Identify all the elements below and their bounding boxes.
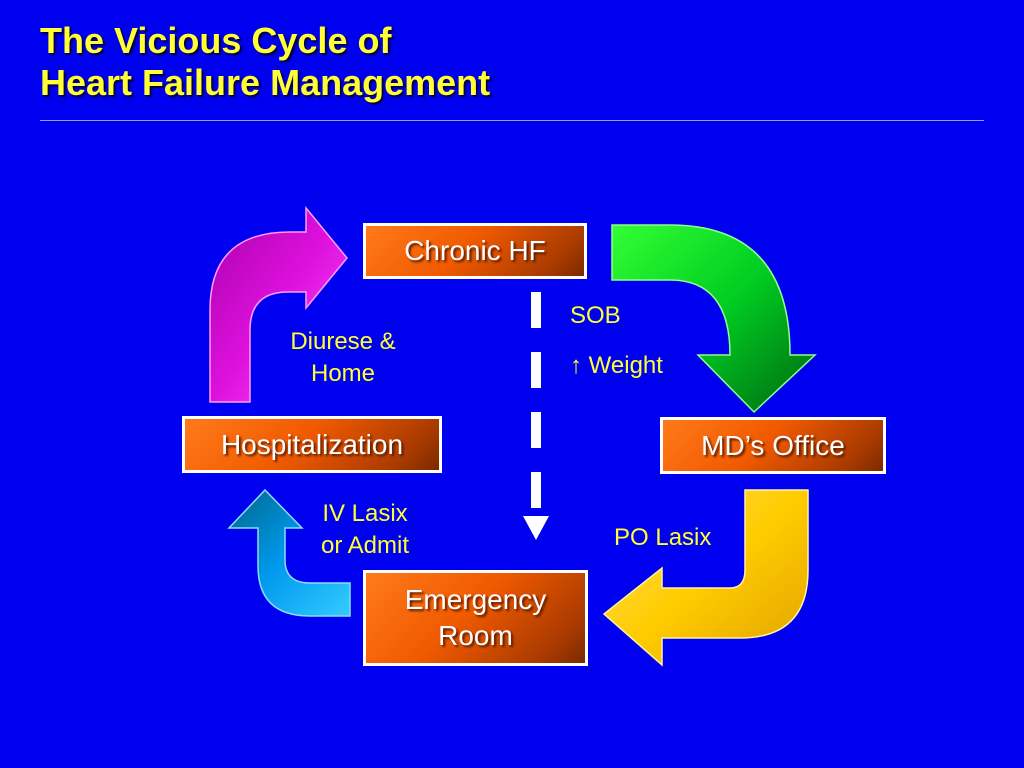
title-line-2: Heart Failure Management [40, 62, 491, 103]
dashed-arrow-chronic-to-er [523, 292, 549, 540]
node-md-office-label: MD’s Office [701, 429, 845, 461]
node-emergency-room-line-2: Room [438, 620, 513, 651]
title-line-1: The Vicious Cycle of [40, 20, 392, 61]
arrow-er-to-hospital [227, 488, 351, 617]
node-md-office: MD’s Office [660, 417, 886, 474]
label-sob-text: SOB [570, 302, 621, 329]
label-diurese: Diurese & Home [272, 326, 414, 390]
label-iv-lasix-line-2: or Admit [320, 532, 410, 559]
node-chronic-hf: Chronic HF [363, 223, 587, 279]
label-weight: ↑ Weight [570, 350, 663, 382]
label-iv-lasix-line-1: IV Lasix [322, 500, 408, 527]
label-diurese-line-2: Home [310, 360, 376, 387]
arrow-chronic-to-md [611, 224, 817, 414]
node-hospitalization-label: Hospitalization [220, 428, 404, 460]
node-emergency-room-line-1: Emergency [404, 584, 547, 615]
label-sob: SOB [570, 300, 621, 332]
node-hospitalization: Hospitalization [182, 416, 442, 473]
title-divider [40, 120, 984, 121]
label-iv-lasix: IV Lasix or Admit [300, 498, 430, 562]
page-title: The Vicious Cycle of Heart Failure Manag… [40, 20, 490, 104]
up-arrow-icon: ↑ [570, 352, 582, 379]
label-po-lasix-text: PO Lasix [614, 524, 712, 551]
arrow-hospital-to-chronic [209, 205, 348, 403]
label-weight-text: Weight [588, 352, 663, 379]
arrow-md-to-er [602, 489, 809, 667]
node-chronic-hf-label: Chronic HF [404, 235, 546, 266]
node-emergency-room: Emergency Room [363, 570, 588, 666]
label-po-lasix: PO Lasix [614, 522, 711, 554]
label-diurese-line-1: Diurese & [290, 328, 396, 355]
